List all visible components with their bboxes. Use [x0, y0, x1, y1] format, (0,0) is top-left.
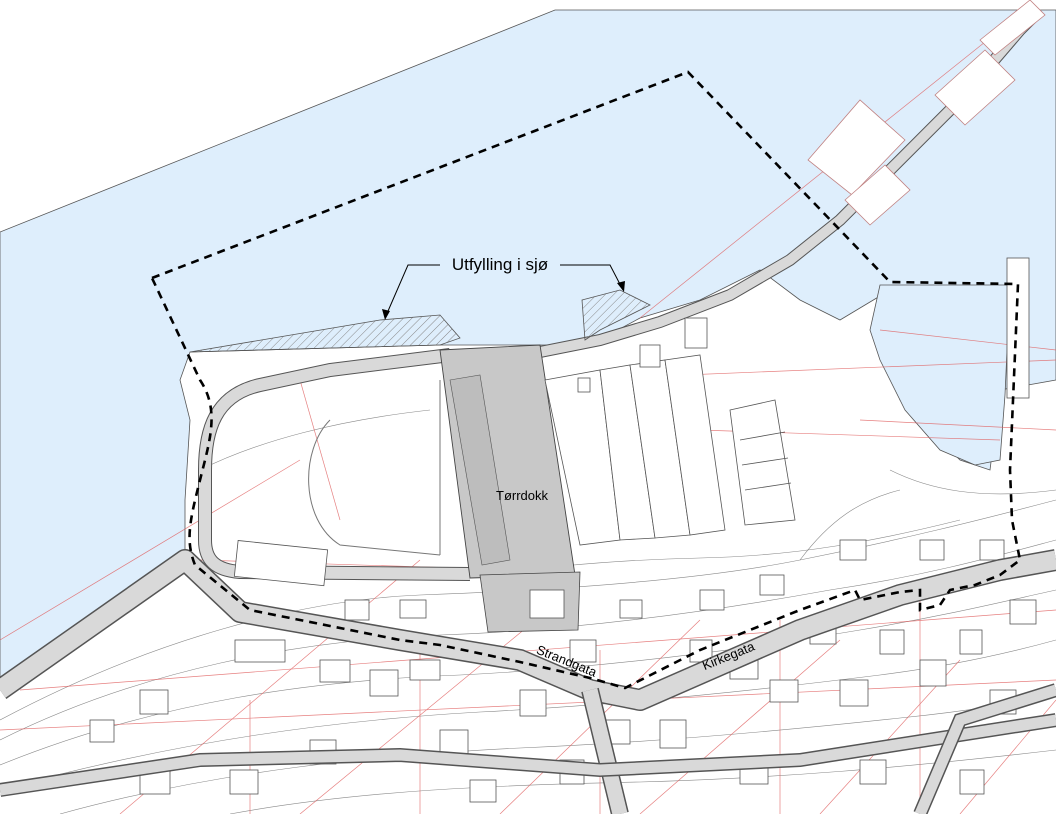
- arrowhead-east: [617, 281, 625, 292]
- drydock-label: Tørrdokk: [496, 488, 549, 503]
- hatched-fill-area-west: [189, 314, 461, 353]
- arrowhead-west: [382, 309, 390, 320]
- inner-road: [308, 380, 441, 556]
- dashed-plan-boundary: [150, 70, 1022, 690]
- warehouse-west: [233, 540, 329, 587]
- fill-annotation-label: Utfylling i sjø: [452, 255, 548, 274]
- shipyard-halls: [544, 317, 796, 546]
- fill-annotation-arrows: [384, 264, 624, 319]
- pier-structures: [807, 0, 1046, 226]
- hatched-fill-area-east: [581, 289, 651, 341]
- breakwater-pier: [1006, 257, 1030, 399]
